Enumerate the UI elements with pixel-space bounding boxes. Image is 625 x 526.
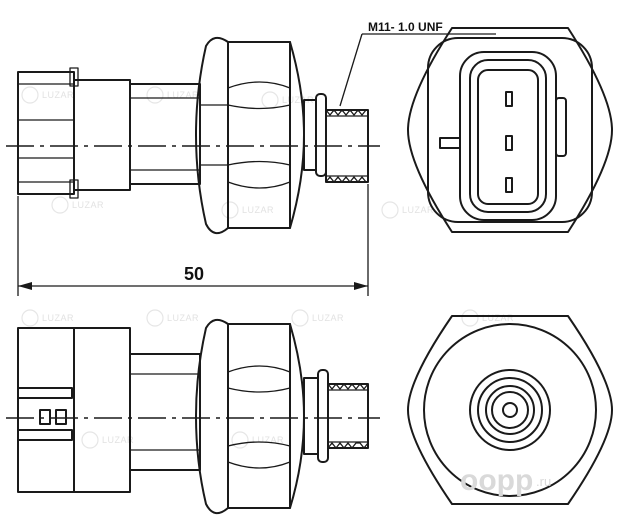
bottom-body (129, 353, 201, 471)
watermark-text: LUZAR (42, 90, 74, 100)
watermark-mark: LUZAR (21, 309, 74, 327)
watermark-mark: LUZAR (461, 309, 514, 327)
dimension-label: 50 (184, 264, 204, 284)
watermark-text: LUZAR (312, 313, 344, 323)
brand-watermark: oopp .ru (460, 464, 551, 497)
watermark-mark: LUZAR (231, 431, 284, 449)
bottom-end-view (407, 315, 613, 505)
watermark-text: LUZAR (282, 95, 314, 105)
watermark-text: LUZAR (42, 313, 74, 323)
brand-word: oopp (460, 464, 533, 497)
watermark-text: LUZAR (102, 435, 134, 445)
brand-suffix: .ru (536, 474, 551, 489)
dimension-overall-length: 50 (17, 184, 369, 296)
connector-pin (505, 91, 513, 107)
top-connector (17, 67, 131, 199)
watermark-text: LUZAR (242, 205, 274, 215)
watermark-mark: LUZAR (21, 86, 74, 104)
connector-pin (505, 177, 513, 193)
watermark-mark: LUZAR (81, 431, 134, 449)
watermark-text: LUZAR (167, 313, 199, 323)
watermark-mark: LUZAR (221, 201, 274, 219)
watermark-mark: LUZAR (381, 201, 434, 219)
watermark-text: LUZAR (482, 313, 514, 323)
bottom-connector (17, 327, 131, 493)
watermark-layer: LUZAR LUZAR LUZAR LUZAR LUZAR LUZAR LUZA… (21, 86, 514, 449)
watermark-text: LUZAR (402, 205, 434, 215)
watermark-mark: LUZAR (291, 309, 344, 327)
watermark-text: LUZAR (72, 200, 104, 210)
bottom-thread (303, 369, 369, 463)
watermark-text: LUZAR (252, 435, 284, 445)
connector-pin (505, 135, 513, 151)
watermark-mark: LUZAR (146, 309, 199, 327)
thread-callout: M11- 1.0 UNF (339, 20, 496, 107)
top-hex-nut (195, 36, 305, 235)
watermark-mark: LUZAR (51, 196, 104, 214)
top-side-view: M11- 1.0 UNF (6, 20, 496, 235)
top-end-view (407, 27, 613, 233)
top-thread (303, 93, 369, 183)
top-body (129, 83, 201, 185)
watermark-mark: LUZAR (146, 86, 199, 104)
thread-callout-label: M11- 1.0 UNF (368, 20, 443, 34)
watermark-text: LUZAR (167, 90, 199, 100)
bottom-side-view (6, 318, 380, 515)
bottom-hex-nut (195, 318, 305, 515)
